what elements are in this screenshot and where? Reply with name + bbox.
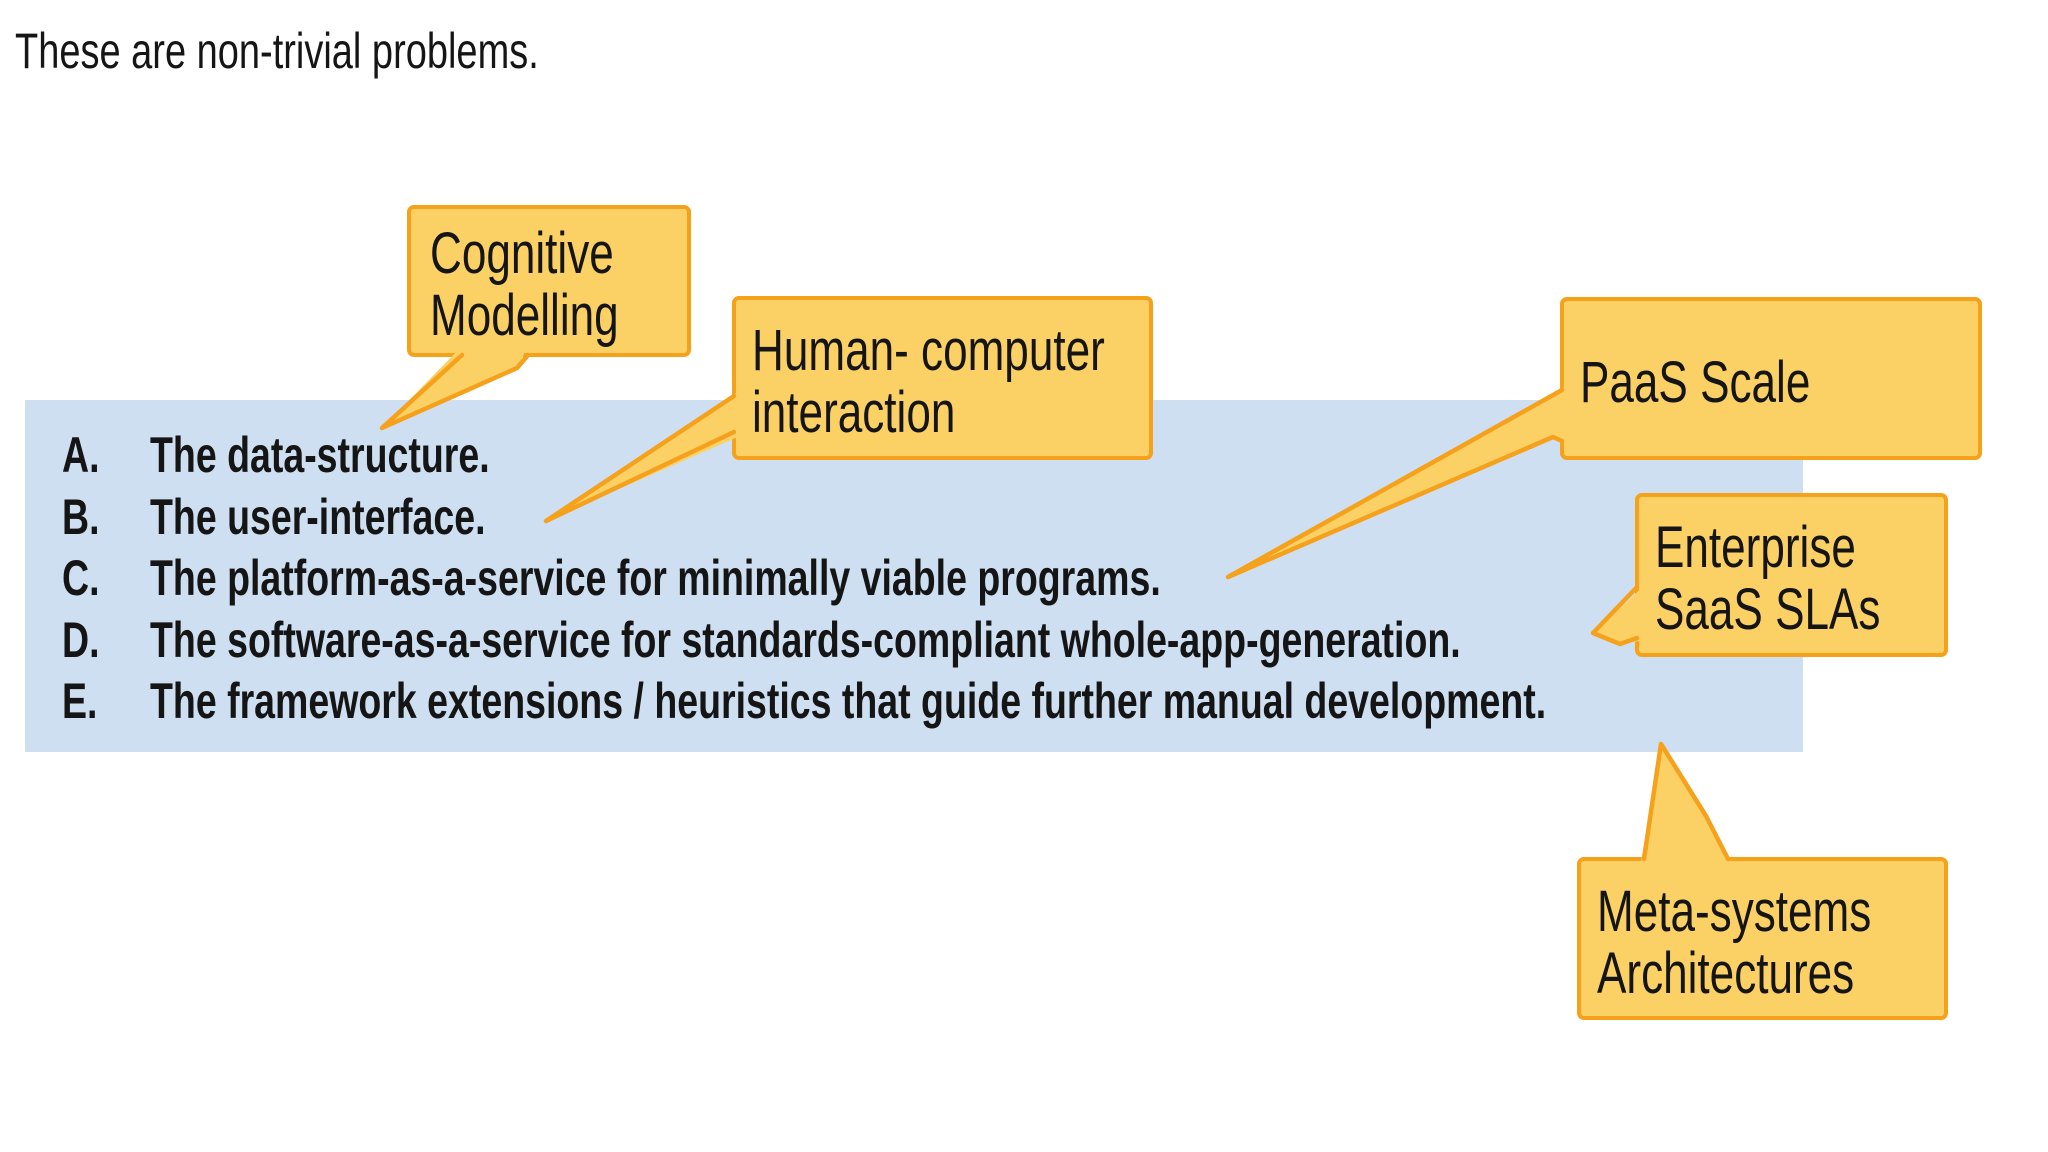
callout-text-line: Meta-systems [1597, 878, 1872, 944]
list-marker: E. [62, 673, 98, 729]
list-item-text: The platform-as-a-service for minimally … [150, 550, 1161, 606]
list-item-text: The user-interface. [150, 488, 486, 545]
slide-title: These are non-trivial problems. [15, 23, 539, 79]
callout-text-line: SaaS SLAs [1655, 577, 1881, 642]
callout-text-line: Enterprise [1655, 515, 1856, 580]
list-item-c: C. The platform-as-a-service for minimal… [25, 548, 1803, 610]
callout-enterprise-saas-slas: Enterprise SaaS SLAs [1635, 493, 1948, 657]
callout-meta-systems-architectures: Meta-systems Architectures [1577, 857, 1948, 1020]
callout-text-line: PaaS Scale [1580, 349, 1811, 415]
callout-text-line: Cognitive [430, 221, 614, 286]
list-marker: D. [62, 611, 100, 668]
list-item-a: A. The data-structure. [25, 425, 1803, 487]
list-marker: C. [62, 550, 100, 606]
list-item-b: B. The user-interface. [25, 487, 1803, 549]
list-item-text: The data-structure. [150, 427, 490, 483]
list-item-text: The framework extensions / heuristics th… [150, 673, 1547, 729]
callout-human-computer-interaction: Human- computer interaction [732, 296, 1153, 460]
list-marker: A. [62, 427, 100, 483]
list-item-text: The software-as-a-service for standards-… [150, 611, 1461, 668]
callout-text-line: Modelling [430, 283, 619, 348]
callout-text-line: Human- computer [752, 318, 1105, 383]
callout-paas-scale: PaaS Scale [1560, 297, 1982, 460]
callout-text-line: Architectures [1597, 940, 1855, 1006]
callout-tail-meta [1640, 744, 1731, 868]
list-item-d: D. The software-as-a-service for standar… [25, 610, 1803, 672]
problem-list: A. The data-structure. B. The user-inter… [25, 400, 1803, 752]
callout-cognitive-modelling: Cognitive Modelling [407, 205, 691, 357]
callout-text-line: interaction [752, 380, 956, 445]
list-marker: B. [62, 488, 100, 545]
list-item-e: E. The framework extensions / heuristics… [25, 671, 1803, 733]
callout-tail-meta-outline [1641, 741, 1731, 862]
